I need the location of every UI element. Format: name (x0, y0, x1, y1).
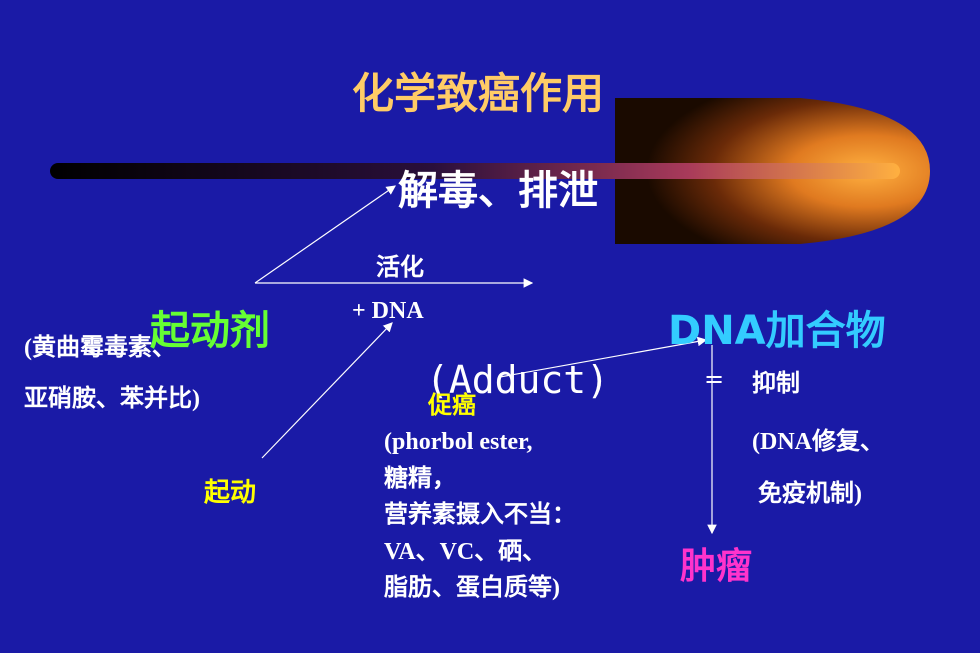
promotion-examples: (phorbol ester, 糖精， 营养素摄入不当： VA、VC、硒、 脂肪… (384, 424, 576, 607)
promotion-label: 促癌 (428, 391, 476, 419)
arrow-initiation (261, 322, 393, 459)
suppression-example-2: 免疫机制) (752, 481, 862, 507)
promotion-example-1: (phorbol ester, (384, 429, 533, 455)
suppression-label: 抑制 (752, 369, 800, 397)
initiator-example-2: 亚硝胺、苯并比) (24, 386, 200, 412)
arrow-to-detox (254, 185, 396, 284)
page-title: 化学致癌作用 (352, 69, 605, 118)
suppression-example-1: (DNA修复、 (752, 429, 884, 455)
initiation-label: 起动 (204, 478, 257, 508)
promotion-example-4: VA、VC、硒、 (384, 538, 547, 565)
tumor-label: 肿瘤 (680, 546, 753, 587)
initiator-example-1: (黄曲霉毒素、 (24, 335, 176, 361)
initiator-label: 起动剂 (150, 308, 270, 354)
dna-adduct-label: DNA加合物 (668, 308, 886, 354)
adduct-english-label: (Adduct) (426, 358, 610, 402)
promotion-example-5: 脂肪、蛋白质等) (384, 575, 560, 601)
detox-label: 解毒、排泄 (398, 168, 598, 214)
promotion-example-2: 糖精， (384, 465, 456, 492)
suppression-examples: (DNA修复、 免疫机制) (752, 416, 884, 520)
arrow-to-adduct (499, 336, 708, 378)
promotion-example-3: 营养素摄入不当： (384, 502, 576, 528)
activation-label: 活化 (376, 253, 424, 281)
plus-dna-label: + DNA (352, 298, 424, 324)
equals-sign: = (704, 365, 725, 393)
